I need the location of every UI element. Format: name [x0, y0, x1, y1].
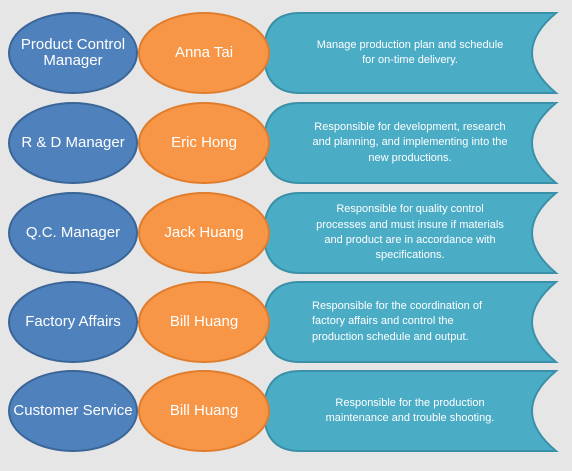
- role-description: Responsible for the production maintenan…: [325, 396, 495, 424]
- row-shapes: [8, 370, 559, 452]
- description-banner: [262, 281, 559, 363]
- role-title: Customer Service: [13, 401, 133, 419]
- person-name: Bill Huang: [169, 312, 239, 330]
- row-shapes: [8, 102, 559, 184]
- description-banner: [262, 192, 559, 274]
- person-ellipse: [138, 102, 270, 184]
- person-name: Bill Huang: [169, 401, 239, 419]
- role-description: Responsible for development, research an…: [312, 120, 508, 164]
- description-banner: [262, 370, 559, 452]
- role-ellipse: [8, 370, 138, 452]
- description-banner: [262, 12, 559, 94]
- role-title: Factory Affairs: [25, 312, 121, 330]
- role-ellipse: [8, 281, 138, 363]
- role-title: Product Control Manager: [20, 35, 126, 69]
- person-ellipse: [138, 281, 270, 363]
- row-shapes: [8, 12, 559, 94]
- person-ellipse: [138, 12, 270, 94]
- person-ellipse: [138, 370, 270, 452]
- person-ellipse: [138, 192, 270, 274]
- row-shapes: [8, 192, 559, 274]
- description-banner: [262, 102, 559, 184]
- role-description: Responsible for quality control processe…: [316, 203, 504, 262]
- diagram-row: Customer Service Bill Huang Responsible fo…: [0, 369, 572, 453]
- role-ellipse: [8, 192, 138, 274]
- role-ellipse: [8, 102, 138, 184]
- role-title: Q.C. Manager: [25, 223, 121, 241]
- diagram-row: Product Control Manager Anna Tai Manage pr…: [0, 11, 572, 95]
- role-description: Responsible for the coordination of fact…: [312, 299, 482, 343]
- diagram-row: Factory Affairs Bill Huang Responsible for…: [0, 280, 572, 364]
- diagram-row: Q.C. Manager Jack Huang Responsible for qu…: [0, 191, 572, 275]
- role-ellipse: [8, 12, 138, 94]
- person-name: Eric Hong: [171, 133, 237, 151]
- role-title: R & D Manager: [21, 133, 125, 151]
- person-name: Anna Tai: [174, 43, 234, 61]
- row-shapes: [8, 281, 559, 363]
- role-description: Manage production plan and schedule for …: [316, 38, 504, 66]
- person-name: Jack Huang: [164, 223, 244, 241]
- diagram-row: R & D Manager Eric Hong Responsible for de…: [0, 101, 572, 185]
